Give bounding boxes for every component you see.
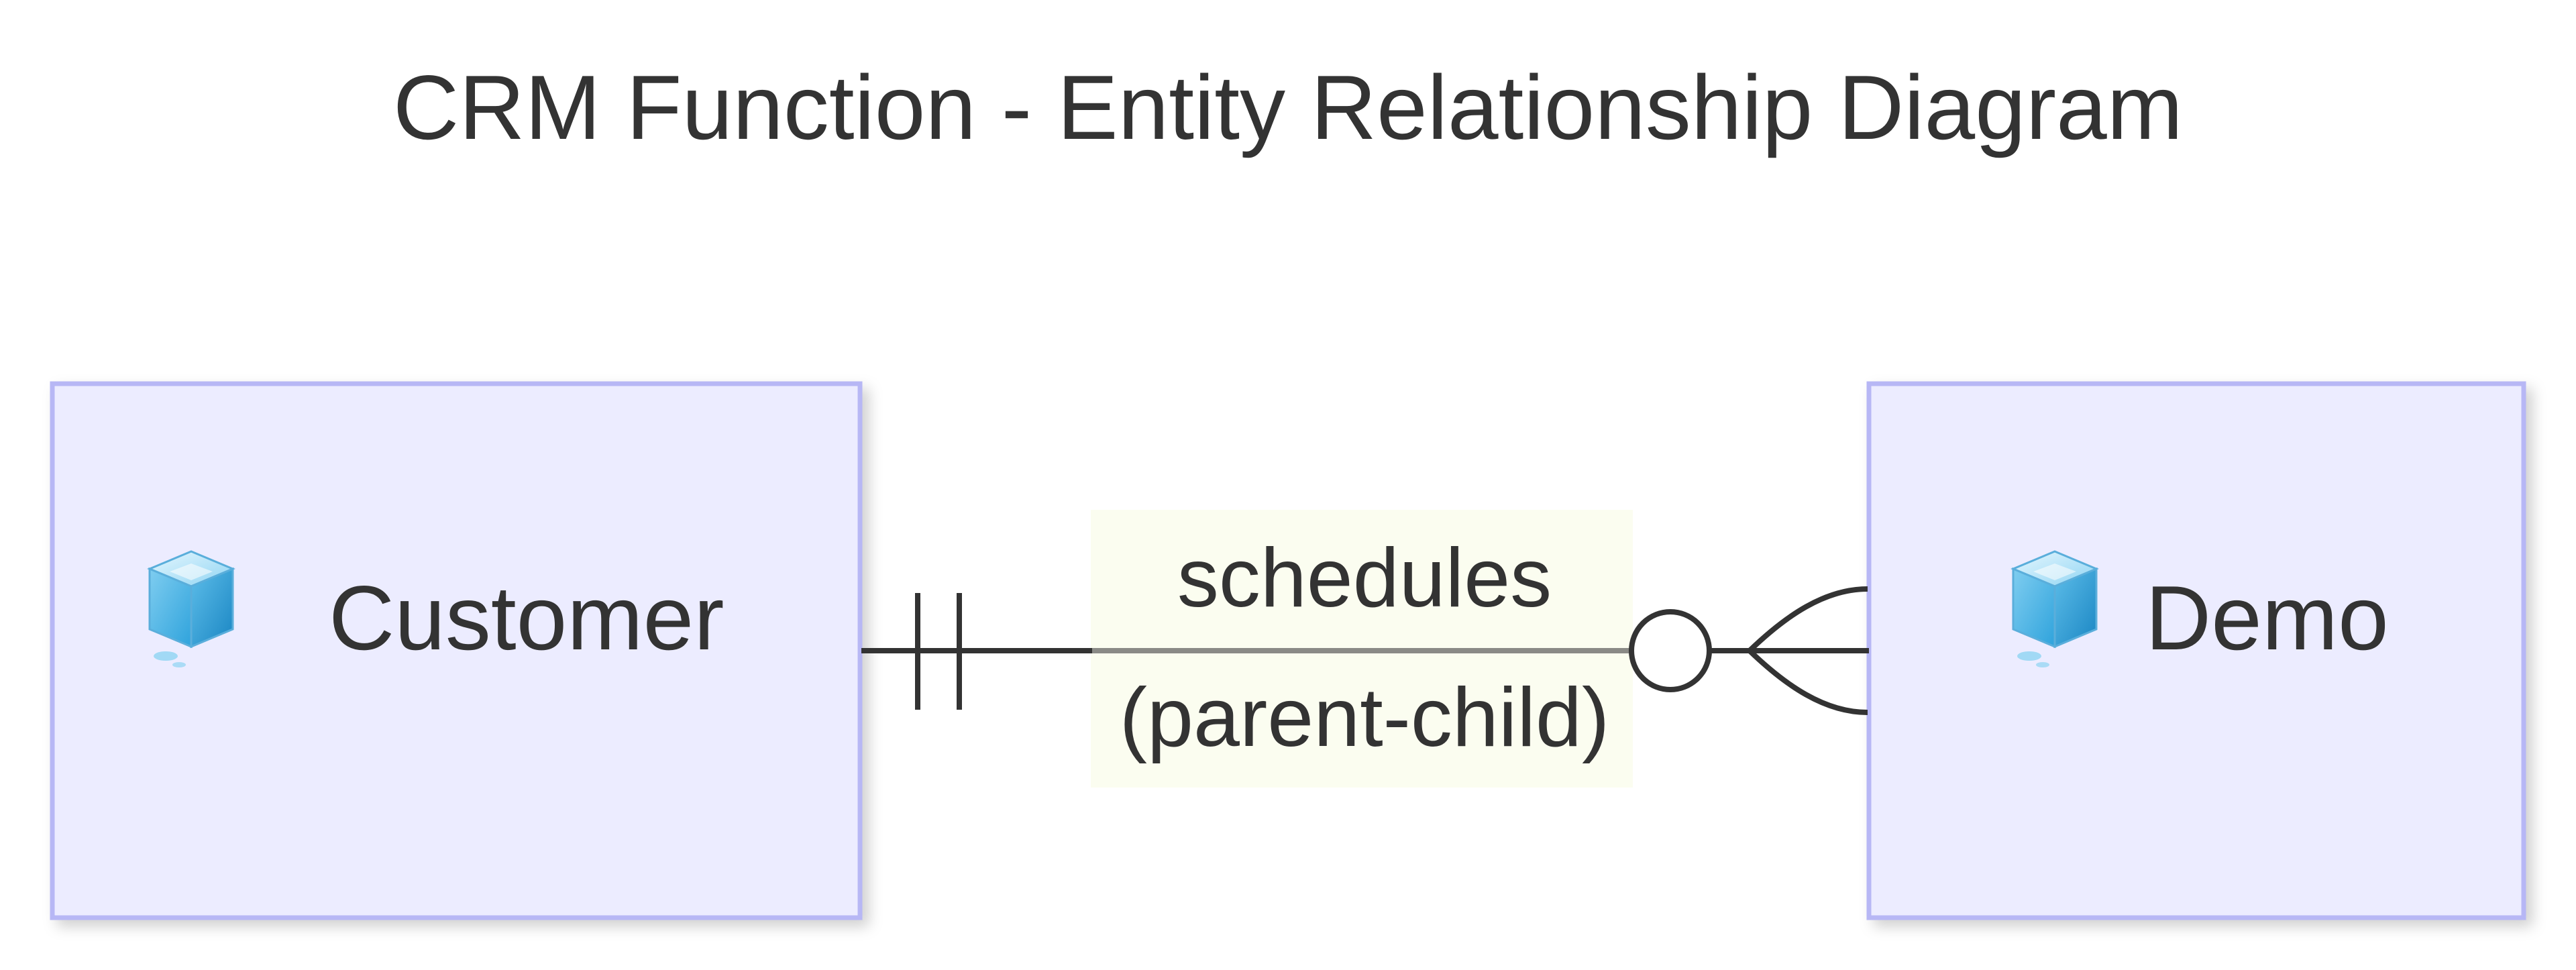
- diagram-title: CRM Function - Entity Relationship Diagr…: [392, 56, 2184, 158]
- cardinality-zero-or-more-marker: [1629, 586, 1868, 715]
- entity-customer[interactable]: Customer: [50, 381, 863, 920]
- entity-demo[interactable]: Demo: [1866, 381, 2526, 920]
- cube-icon: [2010, 550, 2099, 667]
- entity-customer-box: [50, 381, 863, 920]
- relationship-label: schedules: [1177, 532, 1552, 625]
- relationship-sublabel: (parent-child): [1120, 671, 1610, 764]
- relationship-schedules[interactable]: schedules (parent-child): [861, 532, 1869, 764]
- entity-customer-label: Customer: [329, 567, 724, 669]
- entity-demo-label: Demo: [2145, 567, 2389, 669]
- cardinality-exactly-one-marker: [915, 593, 962, 710]
- cube-icon: [147, 550, 235, 667]
